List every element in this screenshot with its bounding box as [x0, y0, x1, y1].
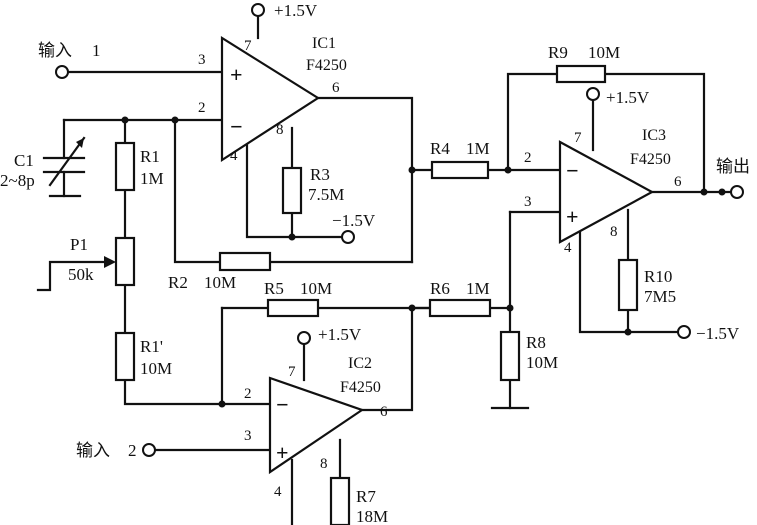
r2-value: 10M — [204, 273, 236, 292]
ic3-vneg-terminal — [677, 325, 691, 339]
ic3-opamp: − + — [558, 140, 655, 244]
r1p-body — [114, 331, 136, 382]
ic2-name: IC2 — [348, 355, 372, 372]
r8-body — [499, 330, 521, 382]
r7-name: R7 — [356, 487, 376, 506]
r5-value: 10M — [300, 279, 332, 298]
r1p-name: R1' — [140, 337, 163, 356]
c1-name: C1 — [14, 151, 34, 170]
svg-text:8: 8 — [610, 224, 618, 240]
r1-name: R1 — [140, 147, 160, 166]
input1-label: 输入 — [38, 41, 72, 60]
r5-body — [266, 298, 320, 318]
r8-value: 10M — [526, 353, 558, 372]
ic1-plus-sign: + — [230, 62, 243, 87]
svg-text:8: 8 — [320, 456, 328, 472]
svg-text:4: 4 — [274, 484, 282, 500]
svg-text:8: 8 — [276, 122, 284, 138]
input2-terminal — [142, 443, 156, 457]
svg-text:4: 4 — [564, 240, 572, 256]
r6-name: R6 — [430, 279, 450, 298]
ic3-minus-sign: − — [566, 158, 579, 183]
ic1-vneg-label: −1.5V — [332, 211, 376, 230]
r3-body — [281, 166, 303, 215]
ic3-plus-sign: + — [566, 204, 579, 229]
r4-name: R4 — [430, 139, 450, 158]
r6-value: 1M — [466, 279, 490, 298]
output-terminal — [730, 185, 744, 199]
svg-text:7: 7 — [288, 364, 296, 380]
ic3-vneg-label: −1.5V — [696, 324, 740, 343]
svg-text:2: 2 — [524, 150, 532, 166]
p1-name: P1 — [70, 235, 88, 254]
ic3-vpos-label: +1.5V — [606, 88, 650, 107]
input2-num: 2 — [128, 441, 137, 460]
p1-value: 50k — [68, 265, 94, 284]
r1p-value: 10M — [140, 359, 172, 378]
ic3-name: IC3 — [642, 127, 666, 144]
ic1-vpos-label: +1.5V — [274, 1, 318, 20]
r2-name: R2 — [168, 273, 188, 292]
ic1-opamp: + − — [220, 36, 321, 163]
ic2-opamp: − + — [268, 376, 365, 475]
wires — [36, 12, 732, 525]
ic1-minus-sign: − — [230, 114, 243, 139]
r9-name: R9 — [548, 43, 568, 62]
svg-text:7: 7 — [244, 38, 252, 54]
r9-value: 10M — [588, 43, 620, 62]
r7-body — [329, 476, 351, 525]
ic3-vpos-terminal — [586, 87, 600, 101]
svg-text:3: 3 — [524, 194, 532, 210]
r1-value: 1M — [140, 169, 164, 188]
ic2-plus-sign: + — [276, 440, 289, 465]
svg-text:6: 6 — [380, 404, 388, 420]
r7-value: 18M — [356, 507, 388, 525]
svg-text:7: 7 — [574, 130, 582, 146]
p1-body — [114, 236, 136, 287]
input1-terminal — [55, 65, 69, 79]
ic1-vpos-terminal — [251, 3, 265, 17]
terminals — [55, 3, 744, 457]
c1-capacitor — [42, 136, 86, 187]
r2-body — [218, 251, 272, 272]
r5-name: R5 — [264, 279, 284, 298]
r1-body — [114, 141, 136, 192]
resistors — [104, 64, 639, 525]
ic2-part: F4250 — [340, 379, 381, 396]
r8-name: R8 — [526, 333, 546, 352]
r6-body — [428, 298, 492, 318]
r3-value: 7.5M — [308, 185, 344, 204]
input2-label: 输入 — [76, 441, 110, 460]
r4-body — [430, 160, 490, 180]
svg-text:6: 6 — [674, 174, 682, 190]
ic2-vpos-label: +1.5V — [318, 325, 362, 344]
output-label: 输出 — [716, 157, 750, 176]
ic2-vpos-terminal — [297, 331, 311, 345]
svg-text:3: 3 — [198, 52, 206, 68]
svg-text:2: 2 — [198, 100, 206, 116]
junctions — [121, 116, 726, 408]
ic3-part: F4250 — [630, 151, 671, 168]
svg-text:3: 3 — [244, 428, 252, 444]
r3-name: R3 — [310, 165, 330, 184]
r10-value: 7M5 — [644, 287, 676, 306]
input1-num: 1 — [92, 41, 101, 60]
c1-value: 2~8p — [0, 171, 35, 190]
r10-body — [617, 258, 639, 312]
ic1-name: IC1 — [312, 35, 336, 52]
svg-text:6: 6 — [332, 80, 340, 96]
r4-value: 1M — [466, 139, 490, 158]
svg-text:2: 2 — [244, 386, 252, 402]
ic1-vneg-terminal — [341, 230, 355, 244]
r9-body — [555, 64, 607, 84]
svg-text:4: 4 — [230, 148, 238, 164]
r10-name: R10 — [644, 267, 672, 286]
ic1-part: F4250 — [306, 57, 347, 74]
ic2-minus-sign: − — [276, 392, 289, 417]
p1-wiper-arrow — [104, 256, 116, 268]
